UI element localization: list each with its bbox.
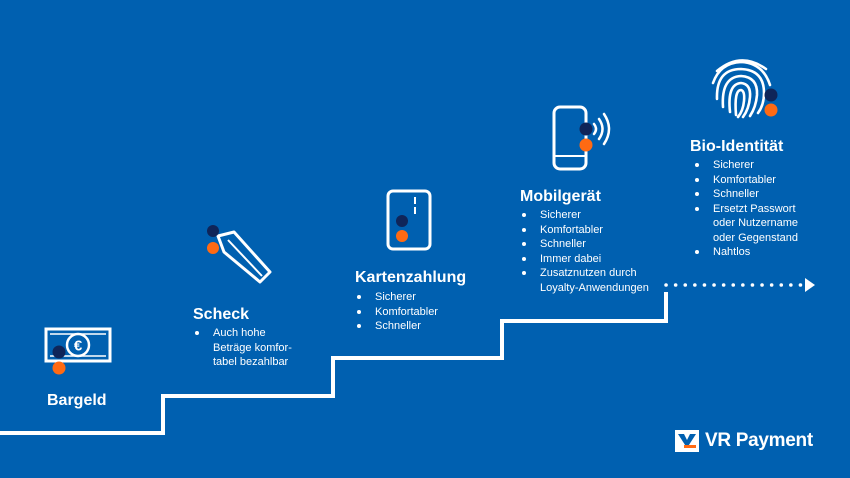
svg-text:€: € bbox=[74, 338, 83, 355]
list-item: Sicherer bbox=[520, 208, 649, 223]
list-item: Sicherer bbox=[355, 290, 438, 305]
fingerprint-icon bbox=[711, 59, 778, 119]
vr-logo-icon bbox=[675, 430, 699, 452]
vr-payment-logo: VR Payment bbox=[675, 429, 813, 453]
list-item: Sicherer bbox=[693, 158, 798, 173]
list-item: oder Nutzername bbox=[713, 217, 798, 229]
smartphone-contactless-icon bbox=[552, 105, 611, 171]
list-item: Zusatznutzen durch bbox=[520, 266, 649, 281]
payment-card-icon bbox=[386, 189, 432, 251]
banknote-euro-icon: € bbox=[44, 327, 112, 375]
step-list-kartenzahlung: Sicherer Komfortabler Schneller bbox=[355, 290, 438, 334]
logo-text: VR Payment bbox=[705, 430, 813, 451]
list-item: Nahtlos bbox=[693, 245, 798, 260]
list-item: Immer dabei bbox=[520, 252, 649, 267]
step-list-bio-identitaet: Sicherer Komfortabler Schneller Ersetzt … bbox=[693, 158, 798, 260]
step-title-bargeld: Bargeld bbox=[47, 392, 107, 409]
step-title-mobilgeraet: Mobilgerät bbox=[520, 188, 601, 205]
list-item: oder Gegenstand bbox=[713, 231, 799, 244]
list-item: Ersetzt Passwort bbox=[693, 202, 798, 217]
list-item: Schneller bbox=[520, 237, 649, 252]
list-item: Loyalty-Anwendungen bbox=[540, 281, 649, 294]
pen-nib-icon bbox=[207, 225, 272, 284]
list-item: Komfortabler bbox=[355, 305, 438, 320]
list-item: tabel bezahlbar bbox=[213, 356, 289, 368]
list-item: Auch hohe bbox=[193, 326, 292, 341]
step-list-scheck: Auch hohe Beträge komfor- tabel bezahlba… bbox=[193, 326, 292, 370]
step-title-kartenzahlung: Kartenzahlung bbox=[355, 269, 467, 286]
list-item: Schneller bbox=[693, 187, 798, 202]
list-item: Komfortabler bbox=[693, 173, 798, 188]
arrow-head-icon bbox=[805, 278, 815, 292]
list-item: Schneller bbox=[355, 319, 438, 334]
list-item: Komfortabler bbox=[520, 223, 649, 238]
step-title-scheck: Scheck bbox=[193, 306, 250, 323]
list-item: Beträge komfor- bbox=[213, 341, 292, 354]
step-list-mobilgeraet: Sicherer Komfortabler Schneller Immer da… bbox=[520, 208, 649, 295]
step-title-bio-identitaet: Bio-Identität bbox=[690, 138, 784, 155]
